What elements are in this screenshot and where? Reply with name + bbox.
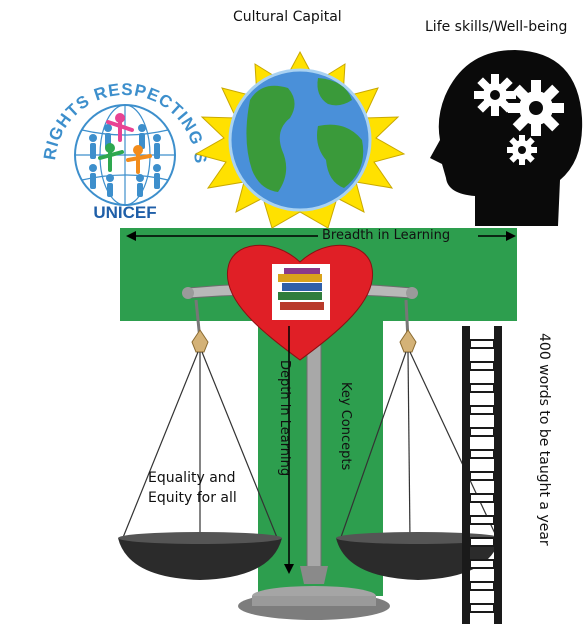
- globe-icon: [228, 68, 372, 212]
- life-skills-label: Life skills/Well-being: [425, 19, 568, 35]
- head-gears-icon: [430, 50, 583, 226]
- key-concepts-label: Key Concepts: [338, 382, 353, 471]
- equality-label-line2: Equity for all: [148, 490, 237, 506]
- depth-arrow: [284, 326, 294, 574]
- depth-label: Depth in Learning: [277, 360, 292, 477]
- books-icon: [272, 264, 330, 320]
- ladder-icon: [462, 326, 502, 624]
- equality-label-line1: Equality and: [148, 470, 236, 486]
- logo-unicef-text: UNICEF: [93, 203, 156, 222]
- rights-respecting-school-logo: RIGHTS RESPECTING SCHOOL: [0, 0, 209, 222]
- breadth-arrow: [126, 231, 516, 241]
- vocabulary-label: 400 words to be taught a year: [536, 333, 552, 546]
- cultural-capital-label: Cultural Capital: [233, 9, 342, 25]
- breadth-label: Breadth in Learning: [322, 228, 451, 243]
- balance-scale-icon: [118, 282, 500, 620]
